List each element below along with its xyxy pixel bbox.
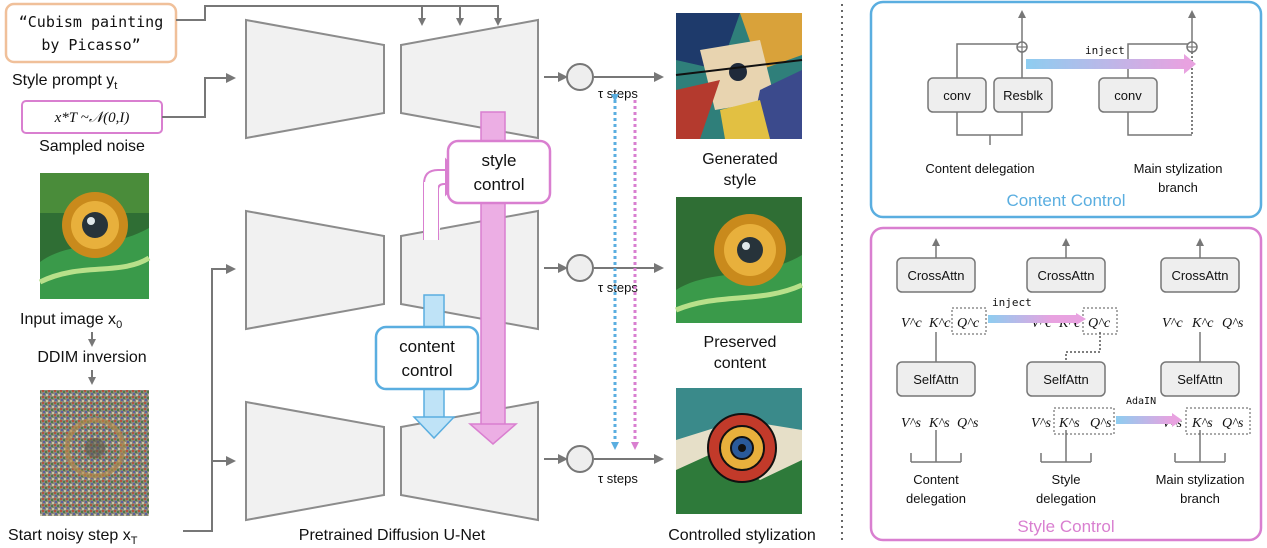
content-control-title: Content Control: [1006, 191, 1125, 210]
main-branch-caption-2: branch: [1158, 180, 1198, 195]
style-delegation-1: Style: [1052, 472, 1081, 487]
row-bottom-3-q: Q^s: [1222, 416, 1244, 431]
decoder-row-2: [400, 209, 539, 331]
row-top-3-q: Q^s: [1222, 316, 1244, 331]
content-delegation-caption: Content delegation: [925, 161, 1034, 176]
main-stylization-1: Main stylization: [1156, 472, 1245, 487]
crossattn-2: CrossAttn: [1037, 268, 1094, 283]
generated-style-image: [675, 13, 803, 139]
content-inject-label: inject: [1085, 44, 1125, 57]
encoder-row-3: [245, 400, 385, 522]
sampled-noise-box: x*T ~𝒩(0,I): [21, 100, 163, 134]
input-image: [38, 173, 151, 299]
row-bottom-2-q: Q^s: [1090, 416, 1112, 431]
adain-label: AdaIN: [1126, 396, 1156, 407]
style-prompt-box: “Cubism painting by Picasso”: [4, 2, 178, 64]
ddim-label: DDIM inversion: [37, 349, 146, 366]
content-delegation-2: delegation: [906, 491, 966, 506]
content-control-panel: inject conv Resblk conv Content delegati…: [869, 0, 1263, 219]
style-prompt-line-1: “Cubism painting: [19, 13, 164, 31]
selfattn-1: SelfAttn: [913, 372, 959, 387]
style-inject-label: inject: [992, 296, 1032, 309]
crossattn-3: CrossAttn: [1171, 268, 1228, 283]
style-control-box: style control: [446, 139, 552, 205]
row-top-3-k: K^c: [1191, 316, 1214, 331]
row-top-1-v: V^c: [901, 316, 922, 331]
row-bottom-1-k: K^s: [928, 416, 950, 431]
input-connectors: [162, 5, 502, 532]
selfattn-2: SelfAttn: [1043, 372, 1089, 387]
unet-label: Pretrained Diffusion U-Net: [299, 527, 486, 544]
style-control-line-2: control: [473, 175, 524, 194]
row-top-1-q: Q^c: [957, 316, 980, 331]
row-top-1-k: K^c: [928, 316, 951, 331]
start-noisy-label: Start noisy step xT: [8, 527, 138, 547]
content-delegation-1: Content: [913, 472, 959, 487]
preserved-content-image: [675, 197, 804, 323]
conv-block-2: conv: [1114, 88, 1142, 103]
main-branch-caption-1: Main stylization: [1134, 161, 1223, 176]
noisy-image: [40, 390, 149, 516]
crossattn-1: CrossAttn: [907, 268, 964, 283]
preserved-label-1: Preserved: [704, 334, 777, 351]
encoder-row-1: [245, 18, 385, 140]
style-control-panel: CrossAttn CrossAttn CrossAttn V^c K^c Q^…: [869, 226, 1263, 542]
row-bottom-2-v: V^s: [1031, 416, 1051, 431]
row-bottom-3-k: K^s: [1191, 416, 1213, 431]
content-control-line-2: control: [401, 361, 452, 380]
resblk-block: Resblk: [1003, 88, 1043, 103]
noise-formula: x*T ~𝒩(0,I): [54, 110, 130, 126]
row-bottom-2-k: K^s: [1058, 416, 1080, 431]
encoder-row-2: [245, 209, 385, 331]
input-image-label: Input image x0: [20, 311, 122, 331]
style-prompt-label: Style prompt yt: [12, 72, 117, 92]
style-delegation-2: delegation: [1036, 491, 1096, 506]
tau-steps-1: τ steps: [598, 86, 638, 101]
preserved-label-2: content: [714, 355, 767, 372]
generated-label-2: style: [724, 172, 757, 189]
row-bottom-1-q: Q^s: [957, 416, 979, 431]
sampled-noise-label: Sampled noise: [39, 138, 145, 155]
conv-block-1: conv: [943, 88, 971, 103]
style-control-title: Style Control: [1017, 517, 1114, 536]
tau-steps-2: τ steps: [598, 280, 638, 295]
dotted-connectors: [611, 94, 639, 450]
main-stylization-2: branch: [1180, 491, 1220, 506]
selfattn-3: SelfAttn: [1177, 372, 1223, 387]
tau-steps-3: τ steps: [598, 471, 638, 486]
controlled-stylization-image: [676, 388, 802, 514]
generated-label-1: Generated: [702, 151, 778, 168]
style-control-line-1: style: [482, 151, 517, 170]
controlled-label: Controlled stylization: [668, 527, 816, 544]
row-top-2-q: Q^c: [1088, 316, 1111, 331]
row-bottom-1-v: V^s: [901, 416, 921, 431]
content-control-box: content control: [374, 325, 480, 391]
content-control-line-1: content: [399, 337, 455, 356]
style-prompt-line-2: by Picasso”: [41, 36, 140, 54]
sampler-circles: [566, 63, 594, 473]
decoder-row-1: [400, 18, 539, 140]
row-top-3-v: V^c: [1162, 316, 1183, 331]
output-connectors: [544, 72, 664, 464]
